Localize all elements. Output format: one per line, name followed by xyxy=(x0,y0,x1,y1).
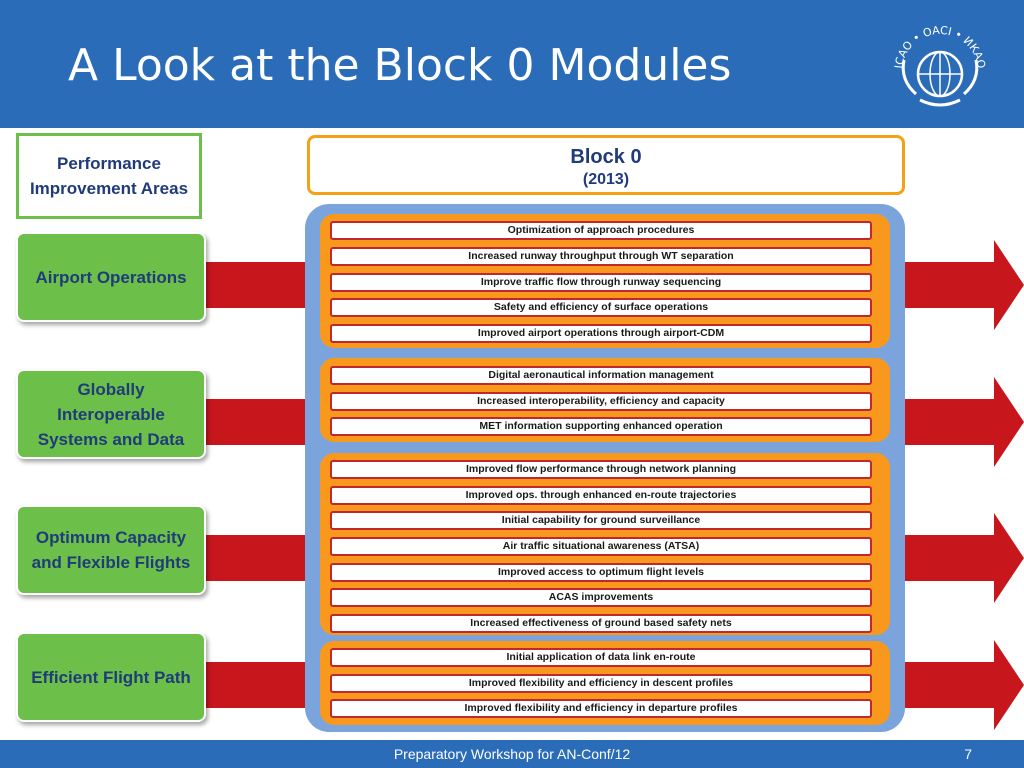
area-globally-interoperable-systems[interactable]: Globally Interoperable Systems and Data xyxy=(16,369,206,459)
module-item[interactable]: Initial application of data link en-rout… xyxy=(330,648,872,667)
slide-title: A Look at the Block 0 Modules xyxy=(68,40,732,91)
module-item[interactable]: Improved airport operations through airp… xyxy=(330,324,872,343)
module-item[interactable]: Air traffic situational awareness (ATSA) xyxy=(330,537,872,556)
block0-header: Block 0 (2013) xyxy=(307,135,905,195)
page-number: 7 xyxy=(964,746,972,762)
module-item[interactable]: Increased interoperability, efficiency a… xyxy=(330,392,872,411)
footer-text: Preparatory Workshop for AN-Conf/12 xyxy=(393,746,631,762)
module-item[interactable]: Improve traffic flow through runway sequ… xyxy=(330,273,872,292)
module-item[interactable]: Improved flexibility and efficiency in d… xyxy=(330,699,872,718)
module-item[interactable]: Improved flexibility and efficiency in d… xyxy=(330,674,872,693)
icao-logo-icon: ICAO • OACI • ИКАО xyxy=(892,24,988,107)
slide-footer: Preparatory Workshop for AN-Conf/12 7 xyxy=(0,740,1024,768)
module-item[interactable]: Digital aeronautical information managem… xyxy=(330,366,872,385)
area-efficient-flight-path[interactable]: Efficient Flight Path xyxy=(16,632,206,722)
area-airport-operations[interactable]: Airport Operations xyxy=(16,232,206,322)
block0-title: Block 0 xyxy=(570,146,642,168)
block0-year: (2013) xyxy=(582,171,630,188)
module-item[interactable]: Initial capability for ground surveillan… xyxy=(330,511,872,530)
area-optimum-capacity[interactable]: Optimum Capacity and Flexible Flights xyxy=(16,505,206,595)
module-item[interactable]: Optimization of approach procedures xyxy=(330,221,872,240)
pia-header: Performance Improvement Areas xyxy=(16,133,202,219)
module-item[interactable]: Increased runway throughput through WT s… xyxy=(330,247,872,266)
module-item[interactable]: Improved ops. through enhanced en-route … xyxy=(330,486,872,505)
module-item[interactable]: MET information supporting enhanced oper… xyxy=(330,417,872,436)
module-item[interactable]: Safety and efficiency of surface operati… xyxy=(330,298,872,317)
module-item[interactable]: ACAS improvements xyxy=(330,588,872,607)
module-item[interactable]: Improved flow performance through networ… xyxy=(330,460,872,479)
module-item[interactable]: Increased effectiveness of ground based … xyxy=(330,614,872,633)
module-item[interactable]: Improved access to optimum flight levels xyxy=(330,563,872,582)
slide-header: A Look at the Block 0 Modules ICAO • OAC… xyxy=(0,0,1024,128)
